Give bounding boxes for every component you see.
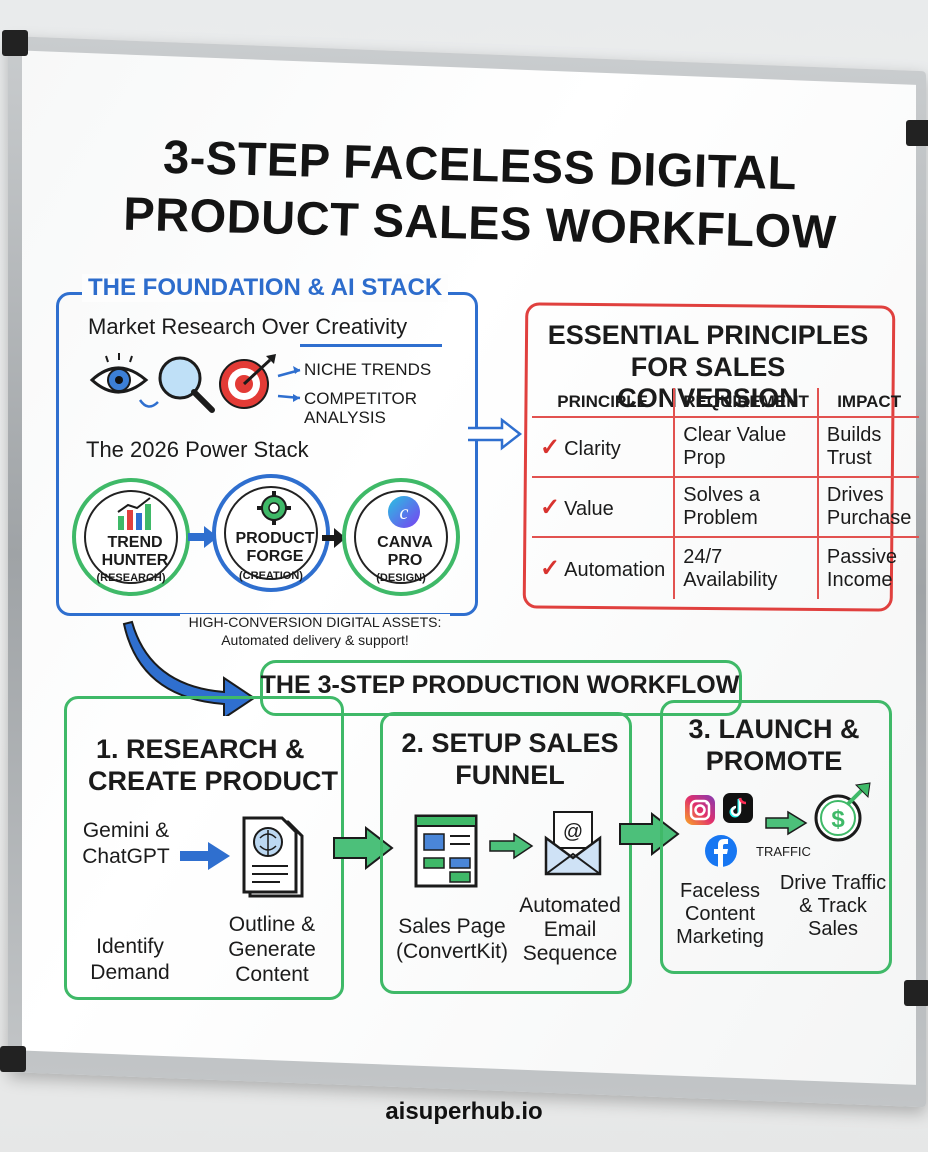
- footer-domain: aisuperhub.io: [385, 1098, 543, 1125]
- arrow-right-icon: [188, 526, 218, 548]
- step1-right-bottom: Outline & Generate Content: [228, 913, 316, 986]
- column-header: PRINCIPLE: [532, 388, 676, 418]
- canva-pro-tool: c CANVA PRO (DESIGN): [342, 478, 460, 596]
- canva-logo-icon: c: [388, 496, 420, 528]
- frame-corner: [906, 120, 928, 146]
- gear-icon: [257, 491, 291, 525]
- arrow-right-icon: [489, 832, 534, 860]
- arrow-right-icon: [180, 842, 230, 870]
- requirement-cell: 24/7 Availability: [673, 536, 819, 599]
- svg-text:$: $: [831, 806, 845, 833]
- product-forge-tool: PRODUCT FORGE (CREATION): [212, 474, 330, 592]
- check-icon: ✓: [540, 555, 561, 582]
- check-icon: ✓: [540, 493, 561, 521]
- document-brain-icon: [242, 816, 304, 898]
- requirement-cell: Solves a Problem: [673, 476, 819, 538]
- trend-hunter-tool: TREND HUNTER (RESEARCH): [72, 478, 190, 596]
- arrow-to-principles: [468, 417, 523, 451]
- foundation-subheading: Market Research Over Creativity: [88, 314, 408, 339]
- eye-icon: [89, 353, 149, 394]
- step1-left-bottom: Identify Demand: [90, 935, 170, 984]
- competitor-analysis-label: COMPETITOR ANALYSIS: [304, 389, 418, 427]
- trend-hunter-name: TREND HUNTER: [101, 534, 169, 569]
- tiktok-icon: [723, 793, 753, 823]
- canva-pro-name: CANVA PRO: [377, 534, 433, 569]
- svg-text:@: @: [563, 821, 583, 843]
- research-icons: [89, 353, 276, 413]
- principle-cell: ✓Automation: [532, 536, 676, 599]
- step3-title-2: PROMOTE: [705, 746, 843, 776]
- workflow-heading: THE 3-STEP PRODUCTION WORKFLOW: [260, 671, 740, 699]
- step1-title-1: 1. RESEARCH &: [96, 734, 305, 764]
- step1-tools: Gemini & ChatGPT: [82, 819, 170, 868]
- niche-trends-label: NICHE TRENDS: [304, 360, 432, 379]
- arrow-right-icon: [333, 826, 394, 870]
- foundation-heading: THE FOUNDATION & AI STACK: [82, 274, 449, 302]
- frame-corner: [0, 1046, 26, 1072]
- arrow-right-icon: [619, 812, 680, 856]
- frame-corner: [904, 980, 928, 1006]
- step2-title-1: 2. SETUP SALES: [401, 728, 619, 758]
- arrow-right-icon: [765, 810, 808, 836]
- column-header: IMPACT: [816, 388, 920, 418]
- dollar-growth-icon: $: [814, 782, 871, 842]
- curved-arrow-icon: [122, 620, 256, 716]
- subheading-underline: [300, 344, 442, 347]
- facebook-icon: [705, 835, 737, 867]
- product-forge-name: PRODUCT FORGE: [235, 530, 315, 565]
- assets-line-1: HIGH-CONVERSION DIGITAL ASSETS:: [180, 614, 450, 630]
- table-row: ✓Clarity Clear Value Prop Builds Trust: [532, 416, 920, 478]
- principle-cell: ✓Clarity: [532, 416, 676, 478]
- step2-left-label: Sales Page (ConvertKit): [395, 915, 509, 963]
- table-row: ✓Automation 24/7 Availability Passive In…: [532, 536, 920, 599]
- step2-title-2: FUNNEL: [455, 760, 565, 790]
- step2-box: [380, 712, 632, 994]
- impact-cell: Drives Purchase: [816, 476, 920, 538]
- email-icon: @: [544, 811, 602, 876]
- arrow-right-icon: [322, 528, 346, 548]
- principle-cell: ✓Value: [532, 476, 676, 538]
- frame-corner: [2, 30, 28, 56]
- table-header-row: PRINCIPLE REQUIREMENT IMPACT: [532, 388, 920, 418]
- table-row: ✓Value Solves a Problem Drives Purchase: [532, 476, 920, 538]
- principles-table: PRINCIPLE REQUIREMENT IMPACT ✓Clarity Cl…: [532, 388, 920, 599]
- trend-hunter-sub: (RESEARCH): [96, 572, 166, 584]
- traffic-label: TRAFFIC: [756, 844, 811, 859]
- magnifier-icon: [158, 356, 215, 413]
- column-header: REQUIREMENT: [673, 388, 819, 418]
- arrows-to-items: [277, 366, 301, 402]
- step3-right-label: Drive Traffic & Track Sales: [779, 872, 887, 940]
- step3-title-1: 3. LAUNCH &: [688, 714, 860, 744]
- requirement-cell: Clear Value Prop: [673, 416, 819, 478]
- impact-cell: Passive Income: [816, 536, 920, 599]
- step3-box: [660, 700, 892, 974]
- impact-cell: Builds Trust: [816, 416, 920, 478]
- principles-heading-1: ESSENTIAL PRINCIPLES: [547, 320, 869, 350]
- step2-right-label: Automated Email Sequence: [519, 894, 621, 965]
- step3-left-label: Faceless Content Marketing: [676, 880, 764, 948]
- svg-text:c: c: [400, 502, 409, 524]
- sales-page-icon: [414, 814, 478, 888]
- step1-title-2: CREATE PRODUCT: [88, 766, 339, 796]
- product-forge-sub: (CREATION): [239, 570, 303, 582]
- target-icon: [219, 354, 276, 409]
- bar-chart-icon: [117, 497, 151, 530]
- instagram-icon: [685, 795, 715, 825]
- canva-pro-sub: (DESIGN): [376, 572, 426, 584]
- power-stack-label: The 2026 Power Stack: [86, 437, 309, 462]
- check-icon: ✓: [540, 433, 561, 461]
- assets-line-2: Automated delivery & support!: [221, 632, 409, 648]
